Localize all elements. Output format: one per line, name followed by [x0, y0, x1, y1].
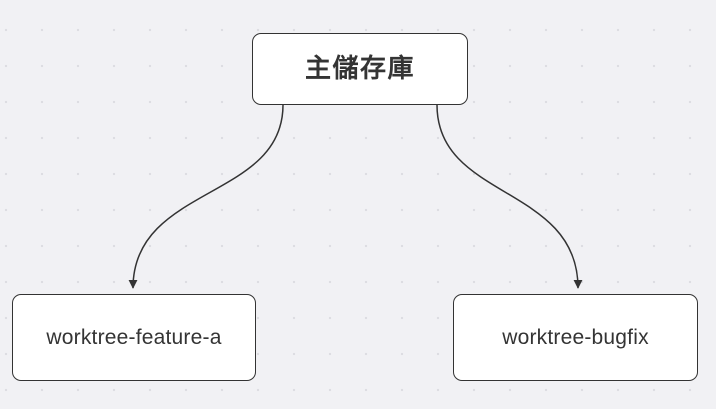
node-worktree-bugfix-label: worktree-bugfix: [502, 325, 649, 349]
edge-root-to-feature: [128, 104, 284, 289]
node-worktree-bugfix[interactable]: worktree-bugfix: [453, 294, 698, 381]
node-worktree-feature-a[interactable]: worktree-feature-a: [12, 294, 256, 381]
edge-root-to-bugfix: [436, 104, 583, 289]
node-worktree-feature-a-label: worktree-feature-a: [46, 325, 222, 349]
node-main-repository[interactable]: 主儲存庫: [252, 33, 468, 105]
node-main-repository-label: 主儲存庫: [304, 53, 415, 84]
